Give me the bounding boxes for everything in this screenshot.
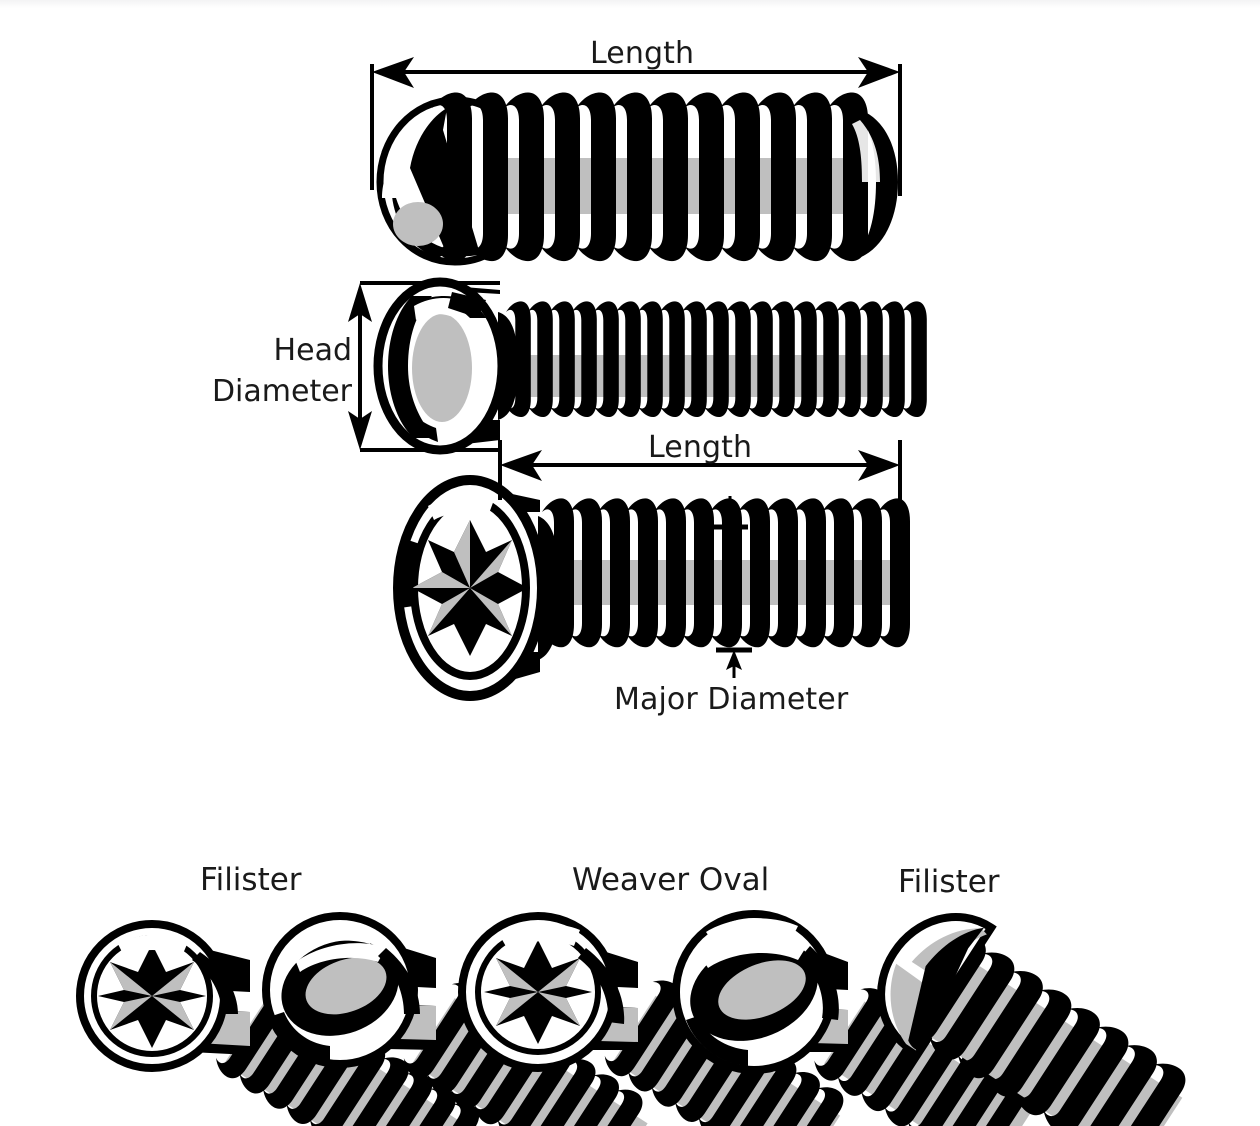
bottom-screw-4-slotted-weaver-oval xyxy=(672,910,1033,1126)
arrow-left-icon xyxy=(500,450,542,481)
slotted-drive-icon xyxy=(281,940,399,1036)
label-head-type-filister-right: Filister xyxy=(898,864,1000,900)
dimension-length-middle xyxy=(498,440,902,608)
arrow-down-icon xyxy=(722,506,738,524)
label-head-diameter-line2: Diameter xyxy=(211,373,352,409)
arrow-up-icon xyxy=(726,650,742,670)
label-head-diameter-line1: Head xyxy=(273,333,352,368)
dimension-major-diameter xyxy=(712,496,752,678)
label-major-diameter: Major Diameter xyxy=(614,682,849,717)
pan-head-screw-lower xyxy=(393,475,910,701)
label-head-diameter: Head Diameter xyxy=(204,331,352,412)
label-head-type-filister-left: Filister xyxy=(200,862,302,898)
set-screw-top xyxy=(376,92,898,266)
cross-recess-drive-icon xyxy=(412,520,528,656)
arrow-right-icon xyxy=(858,57,900,88)
slotted-drive-icon xyxy=(690,936,818,1041)
label-length-middle: Length xyxy=(648,430,753,465)
set-screw-slot-end xyxy=(376,96,496,266)
bottom-screw-2-slotted-filister xyxy=(262,912,648,1126)
set-screw-threads xyxy=(432,92,898,262)
bottom-screw-5-slotted-set-screw xyxy=(877,912,1192,1126)
label-length-top: Length xyxy=(590,36,695,71)
bottom-screw-3-cross-weaver-oval xyxy=(458,912,849,1126)
arrow-right-icon xyxy=(858,450,900,481)
label-head-type-weaver-oval: Weaver Oval xyxy=(572,862,770,898)
pan-head xyxy=(393,475,547,701)
fillister-head-screw-middle xyxy=(373,277,927,455)
arrow-down-icon xyxy=(348,411,372,450)
cross-recess-drive-icon xyxy=(98,944,206,1048)
cross-recess-drive-icon xyxy=(484,940,592,1044)
arrow-up-icon xyxy=(348,283,372,322)
fillister-head xyxy=(373,277,507,455)
bottom-screw-1-cross-filister xyxy=(76,920,485,1126)
arrow-left-icon xyxy=(372,57,414,88)
dimension-length-top xyxy=(370,57,902,196)
dimension-head-diameter xyxy=(348,281,500,452)
top-edge-gradient xyxy=(0,0,1260,8)
